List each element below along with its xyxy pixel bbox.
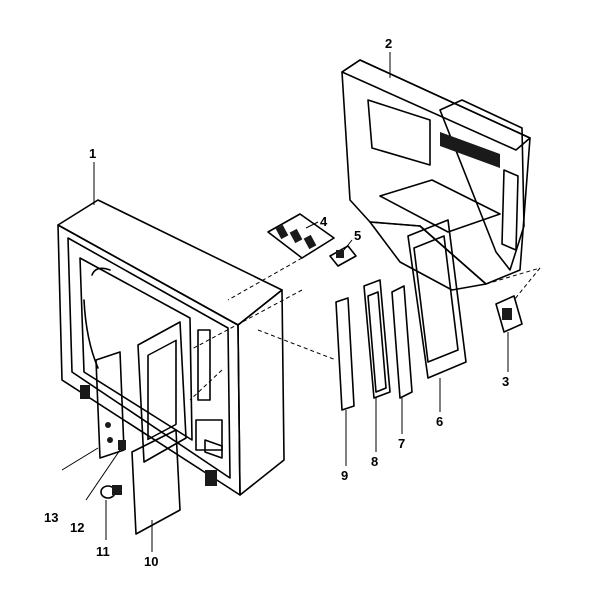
callout-12: 12: [70, 520, 84, 535]
callout-8: 8: [371, 454, 378, 469]
callout-1: 1: [89, 146, 96, 161]
callout-2: 2: [385, 36, 392, 51]
callout-7: 7: [398, 436, 405, 451]
callout-13: 13: [44, 510, 58, 525]
callout-10: 10: [144, 554, 158, 569]
callout-6: 6: [436, 414, 443, 429]
callout-labels: 1 2 3 4 5 6 7 8 9 10 11 12 13: [44, 36, 509, 569]
mounting-screw: [85, 440, 126, 501]
control-door-panel: [131, 321, 187, 552]
terminal-strip: [391, 285, 413, 434]
small-connector: [329, 239, 357, 267]
front-cabinet: [57, 162, 285, 496]
mounting-plate: [363, 279, 391, 452]
rear-cabinet: [341, 52, 531, 291]
callout-9: 9: [341, 468, 348, 483]
callout-4: 4: [320, 214, 328, 229]
callout-11: 11: [96, 544, 110, 559]
main-circuit-board: [407, 219, 467, 412]
callout-5: 5: [354, 228, 361, 243]
key-strip: [335, 297, 355, 466]
assembly-guide-lines: [189, 257, 541, 401]
retaining-clip: [495, 295, 523, 372]
connector-assembly: [267, 213, 335, 259]
control-knob: [100, 485, 122, 540]
callout-3: 3: [502, 374, 509, 389]
